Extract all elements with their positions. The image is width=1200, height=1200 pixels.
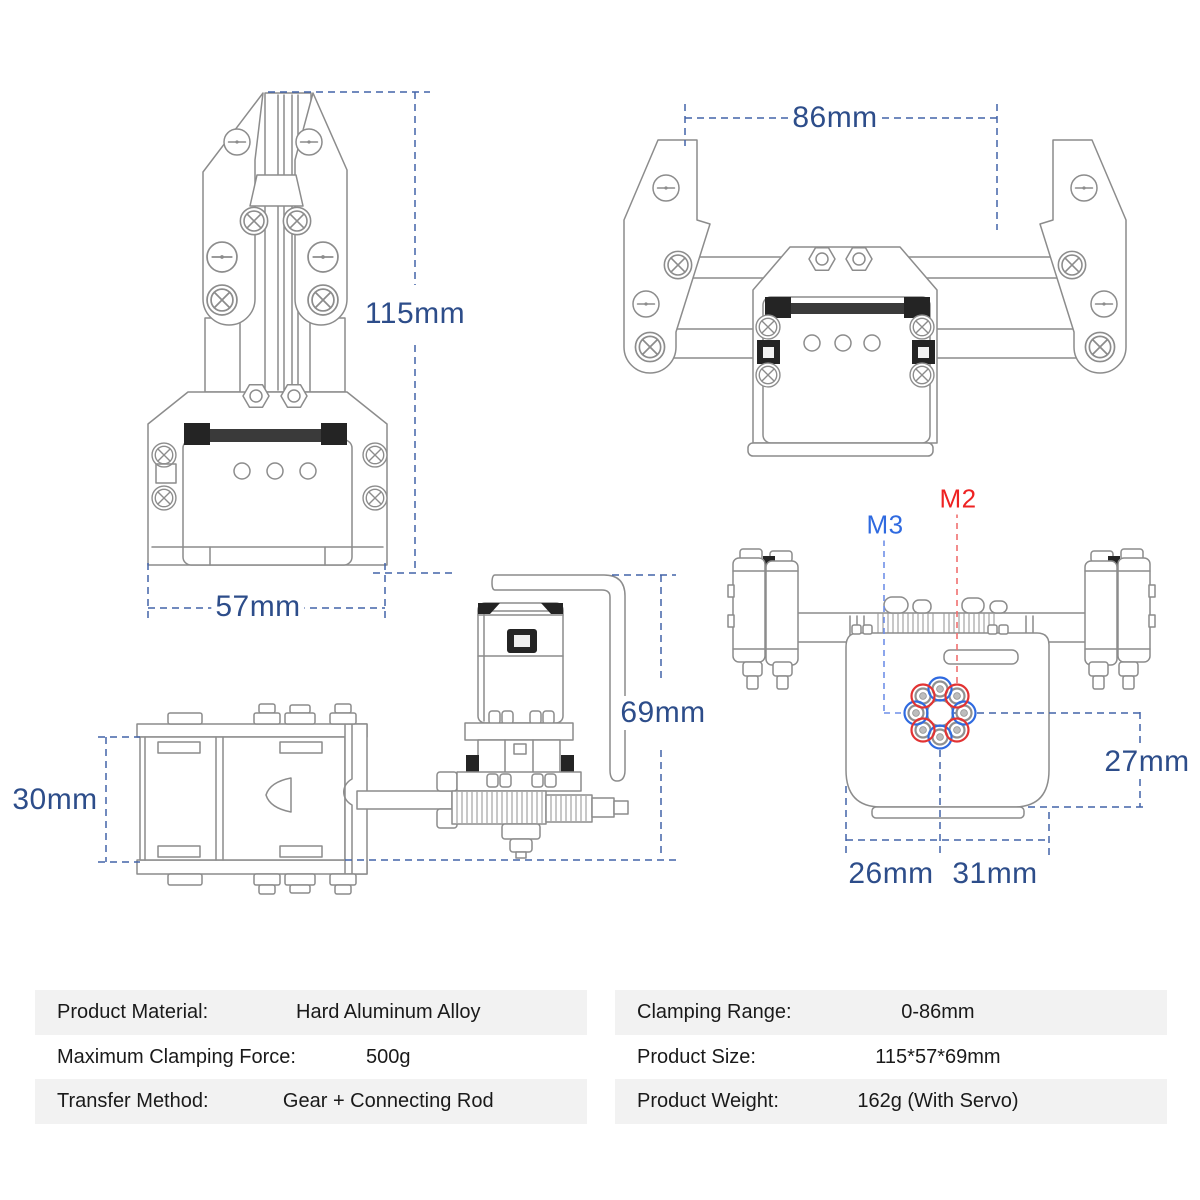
slot-screw-icon <box>295 128 323 156</box>
cross-screw-icon <box>755 362 781 388</box>
bottom-dimension-lines <box>846 712 1148 857</box>
dimension-label-height: 115mm <box>360 297 470 331</box>
hex-nut-icon <box>242 383 270 409</box>
m2-hole-ring <box>910 717 936 743</box>
spec-value: 500g <box>366 1045 411 1068</box>
dimension-label-left-span: 26mm <box>844 857 938 891</box>
slot-screw-icon <box>652 174 680 202</box>
spec-label: Product Material: <box>57 1000 209 1023</box>
slot-screw-icon <box>1090 290 1118 318</box>
mounting-hole-pattern <box>903 676 977 750</box>
spec-label: Maximum Clamping Force: <box>57 1045 296 1068</box>
side-view-drawing <box>98 703 458 895</box>
spec-value: 0-86mm <box>901 1000 975 1023</box>
dimension-label-standing-height: 69mm <box>616 696 710 730</box>
hex-nut-icon <box>280 383 308 409</box>
spec-table-left: Product Material: Hard Aluminum Alloy Ma… <box>35 990 587 1125</box>
hex-nut-icon <box>845 246 873 272</box>
spec-label: Clamping Range: <box>637 1000 792 1023</box>
cross-screw-icon <box>239 206 269 236</box>
spec-value: 162g (With Servo) <box>857 1090 1019 1113</box>
slot-screw-icon <box>632 290 660 318</box>
standing-view-drawing <box>345 574 676 861</box>
spec-value: Hard Aluminum Alloy <box>296 1000 481 1023</box>
slot-screw-icon <box>223 128 251 156</box>
slot-screw-icon <box>1070 174 1098 202</box>
m3-hole-ring <box>903 700 929 726</box>
cross-screw-icon <box>151 485 177 511</box>
m2-hole-ring <box>910 683 936 709</box>
m2-screw-label: M2 <box>935 483 981 515</box>
cross-screw-icon <box>362 485 388 511</box>
spec-row-product-size: Product Size: 115*57*69mm <box>615 1035 1167 1080</box>
cross-screw-icon <box>634 331 666 363</box>
m2-hole-ring <box>944 683 970 709</box>
bottom-view-drawing <box>727 512 1156 857</box>
standing-dimension-lines <box>345 574 676 861</box>
spec-label: Product Weight: <box>637 1090 779 1113</box>
spec-value: 115*57*69mm <box>875 1045 1001 1068</box>
dimension-label-side-height: 30mm <box>8 783 102 817</box>
m2-hole-ring <box>944 717 970 743</box>
cross-screw-icon <box>1057 250 1087 280</box>
dimension-label-open-width: 86mm <box>788 101 882 135</box>
slot-screw-icon <box>307 241 339 273</box>
front-dimension-lines <box>147 91 455 618</box>
dimension-label-width: 57mm <box>211 590 305 624</box>
dimension-label-right-span: 31mm <box>948 857 1042 891</box>
cross-screw-icon <box>663 250 693 280</box>
cross-screw-icon <box>1084 331 1116 363</box>
m3-screw-label: M3 <box>862 509 908 541</box>
cross-screw-icon <box>307 284 339 316</box>
cross-screw-icon <box>362 442 388 468</box>
spec-value: Gear + Connecting Rod <box>282 1090 494 1113</box>
front-view-drawing <box>147 91 455 618</box>
cross-screw-icon <box>909 362 935 388</box>
open-dimension-lines <box>684 104 998 230</box>
spec-row-product-weight: Product Weight: 162g (With Servo) <box>615 1079 1167 1125</box>
spec-row-clamping-range: Clamping Range: 0-86mm <box>615 990 1167 1035</box>
cross-screw-icon <box>206 284 238 316</box>
cross-screw-icon <box>282 206 312 236</box>
cross-screw-icon <box>909 314 935 340</box>
spec-row-clamping-force: Maximum Clamping Force: 500g <box>35 1035 587 1080</box>
spec-row-transfer-method: Transfer Method: Gear + Connecting Rod <box>35 1079 587 1125</box>
spec-table-right: Clamping Range: 0-86mm Product Size: 115… <box>615 990 1167 1125</box>
m3-hole-ring <box>927 676 953 702</box>
spec-label: Product Size: <box>637 1045 756 1068</box>
slot-screw-icon <box>206 241 238 273</box>
cross-screw-icon <box>755 314 781 340</box>
dimension-label-offset: 27mm <box>1100 745 1194 779</box>
side-dimension-lines <box>98 736 140 863</box>
spec-row-material: Product Material: Hard Aluminum Alloy <box>35 990 587 1035</box>
m3-hole-ring <box>951 700 977 726</box>
hex-nut-icon <box>808 246 836 272</box>
m3-hole-ring <box>927 724 953 750</box>
screw-callout-lines <box>883 512 958 714</box>
open-view-drawing <box>623 104 1127 457</box>
spec-label: Transfer Method: <box>57 1090 209 1113</box>
